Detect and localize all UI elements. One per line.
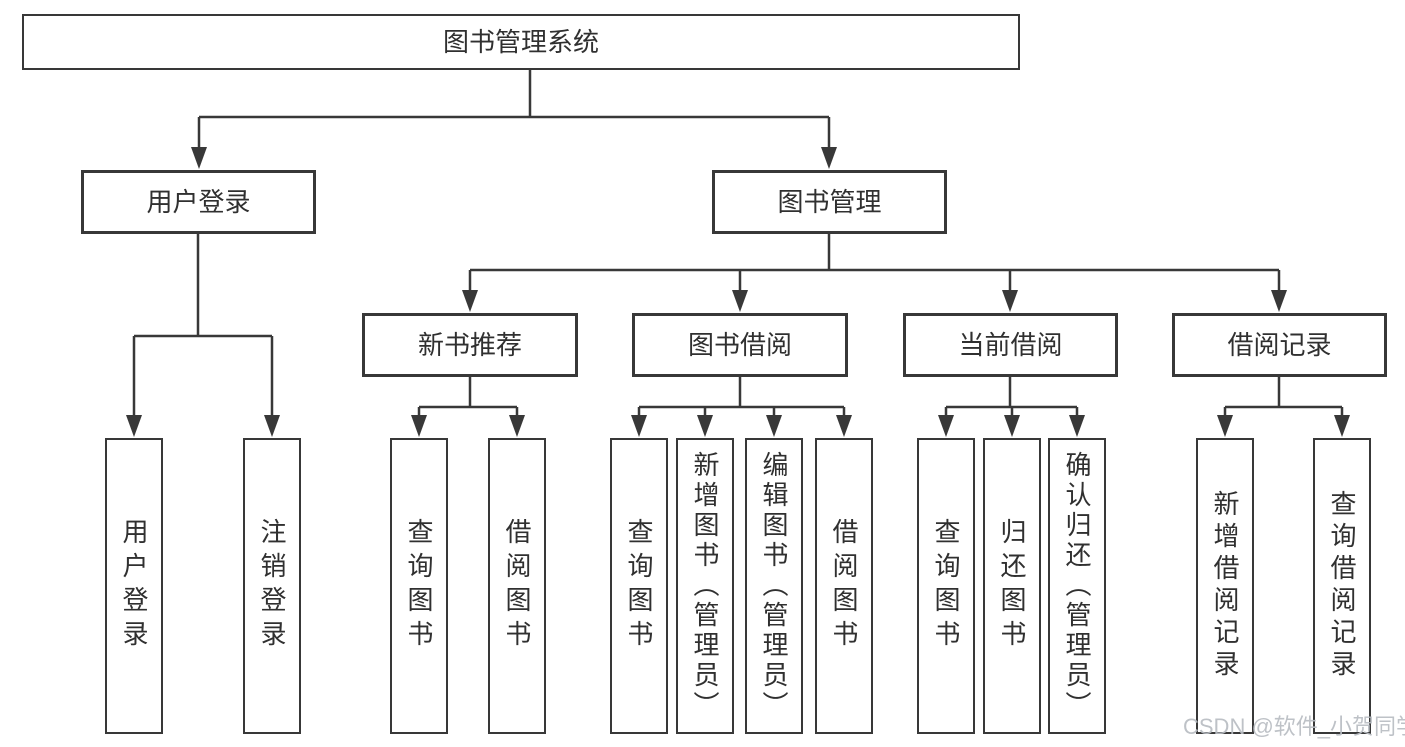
arrow-icon	[1334, 415, 1350, 437]
node-label: 新增图书（管理员）	[690, 451, 720, 721]
node-leaf-confirm-return-admin: 确认归还（管理员）	[1048, 438, 1106, 734]
node-label: 借阅图书	[502, 518, 532, 654]
arrow-icon	[509, 415, 525, 437]
node-label: 新书推荐	[417, 330, 522, 360]
node-leaf-query-books-recommend: 查询图书	[390, 438, 448, 734]
node-leaf-return-books: 归还图书	[983, 438, 1041, 734]
arrow-icon	[411, 415, 427, 437]
node-borrow-records: 借阅记录	[1172, 313, 1387, 377]
node-leaf-user-login: 用户登录	[105, 438, 163, 734]
node-label: 查询图书	[404, 518, 434, 654]
node-current-borrow: 当前借阅	[903, 313, 1118, 377]
arrowheads	[126, 147, 1350, 437]
connector-records-split	[1223, 377, 1344, 421]
node-book-borrow: 图书借阅	[632, 313, 848, 377]
node-new-book-recommend: 新书推荐	[362, 313, 578, 377]
arrow-icon	[631, 415, 647, 437]
connector-book-management-split	[468, 234, 1281, 296]
node-label: 注销登录	[257, 518, 287, 654]
arrow-icon	[1004, 415, 1020, 437]
node-label: 查询图书	[624, 518, 654, 654]
arrow-icon	[1217, 415, 1233, 437]
csdn-watermark: CSDN @软件_小贺同学	[1183, 714, 1405, 739]
node-label: 图书管理	[777, 187, 882, 217]
arrow-icon	[1069, 415, 1085, 437]
node-label: 归还图书	[997, 518, 1027, 654]
node-label: 当前借阅	[958, 330, 1063, 360]
connector-recommend-split	[417, 377, 519, 421]
node-book-management: 图书管理	[712, 170, 947, 234]
connector-borrow-split	[637, 377, 846, 421]
arrow-icon	[697, 415, 713, 437]
arrow-icon	[821, 147, 837, 169]
connector-current-split	[944, 377, 1079, 421]
node-user-login: 用户登录	[81, 170, 316, 234]
node-label: 借阅记录	[1227, 330, 1332, 360]
connector-user-login-split	[132, 234, 274, 421]
node-leaf-logout: 注销登录	[243, 438, 301, 734]
connector-root-split	[197, 68, 831, 152]
arrow-icon	[766, 415, 782, 437]
node-label: 用户登录	[146, 187, 251, 217]
node-leaf-edit-books-admin: 编辑图书（管理员）	[745, 438, 803, 734]
node-label: 用户登录	[119, 518, 149, 654]
node-label: 图书借阅	[687, 330, 792, 360]
node-leaf-query-books-current: 查询图书	[917, 438, 975, 734]
arrow-icon	[191, 147, 207, 169]
node-label: 查询图书	[931, 518, 961, 654]
arrow-icon	[1002, 290, 1018, 312]
node-leaf-borrow-books: 借阅图书	[815, 438, 873, 734]
node-label: 确认归还（管理员）	[1062, 451, 1092, 721]
node-leaf-query-books-borrow: 查询图书	[610, 438, 668, 734]
node-leaf-borrow-books-recommend: 借阅图书	[488, 438, 546, 734]
node-leaf-add-books-admin: 新增图书（管理员）	[676, 438, 734, 734]
node-leaf-add-borrow-record: 新增借阅记录	[1196, 438, 1254, 734]
arrow-icon	[1271, 290, 1287, 312]
node-root: 图书管理系统	[22, 14, 1020, 70]
arrow-icon	[264, 415, 280, 437]
node-label: 查询借阅记录	[1327, 490, 1357, 682]
node-label: 新增借阅记录	[1210, 490, 1240, 682]
node-leaf-query-borrow-record: 查询借阅记录	[1313, 438, 1371, 734]
arrow-icon	[126, 415, 142, 437]
arrow-icon	[462, 290, 478, 312]
node-label: 借阅图书	[829, 518, 859, 654]
arrow-icon	[836, 415, 852, 437]
arrow-icon	[732, 290, 748, 312]
node-label: 图书管理系统	[442, 27, 599, 57]
node-label: 编辑图书（管理员）	[759, 451, 789, 721]
arrow-icon	[938, 415, 954, 437]
